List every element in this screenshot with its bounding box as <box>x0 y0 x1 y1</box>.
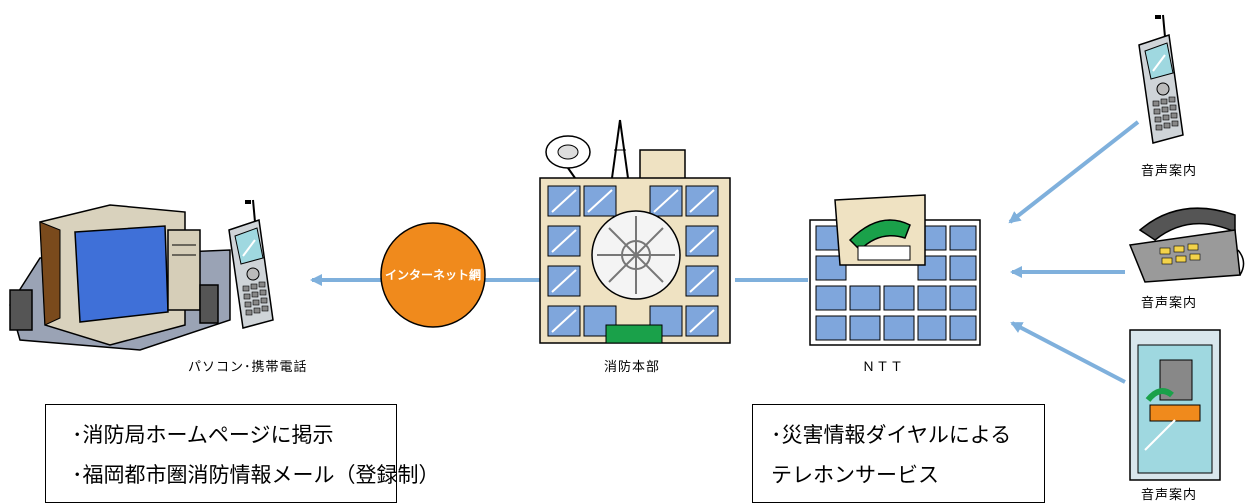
phone-service-item: テレホンサービス <box>771 463 939 487</box>
phone-service-box: ･災害情報ダイヤルによる テレホンサービス <box>752 404 1045 503</box>
caller-label-desk-phone: 音声案内 <box>1141 296 1198 311</box>
internet-service-item: ･福岡都市圏消防情報メール（登録制） <box>72 463 440 487</box>
internet-service-item: ･消防局ホームページに掲示 <box>72 423 334 447</box>
caller-label-booth: 音声案内 <box>1141 488 1198 503</box>
pc-mobile-label: パソコン･携帯電話 <box>188 360 308 375</box>
internet-services-box: ･消防局ホームページに掲示 ･福岡都市圏消防情報メール（登録制） <box>45 404 440 503</box>
fire-hq-label: 消防本部 <box>604 360 661 375</box>
arrow-booth-to-ntt <box>1010 321 1126 384</box>
ntt-label: ＮＴＴ <box>862 360 905 375</box>
caller-label-mobile: 音声案内 <box>1141 164 1198 179</box>
phone-service-item: ･災害情報ダイヤルによる <box>771 423 1012 447</box>
arrow-mobile-to-ntt <box>1008 120 1140 224</box>
internet-label: インターネット網 <box>384 268 481 282</box>
